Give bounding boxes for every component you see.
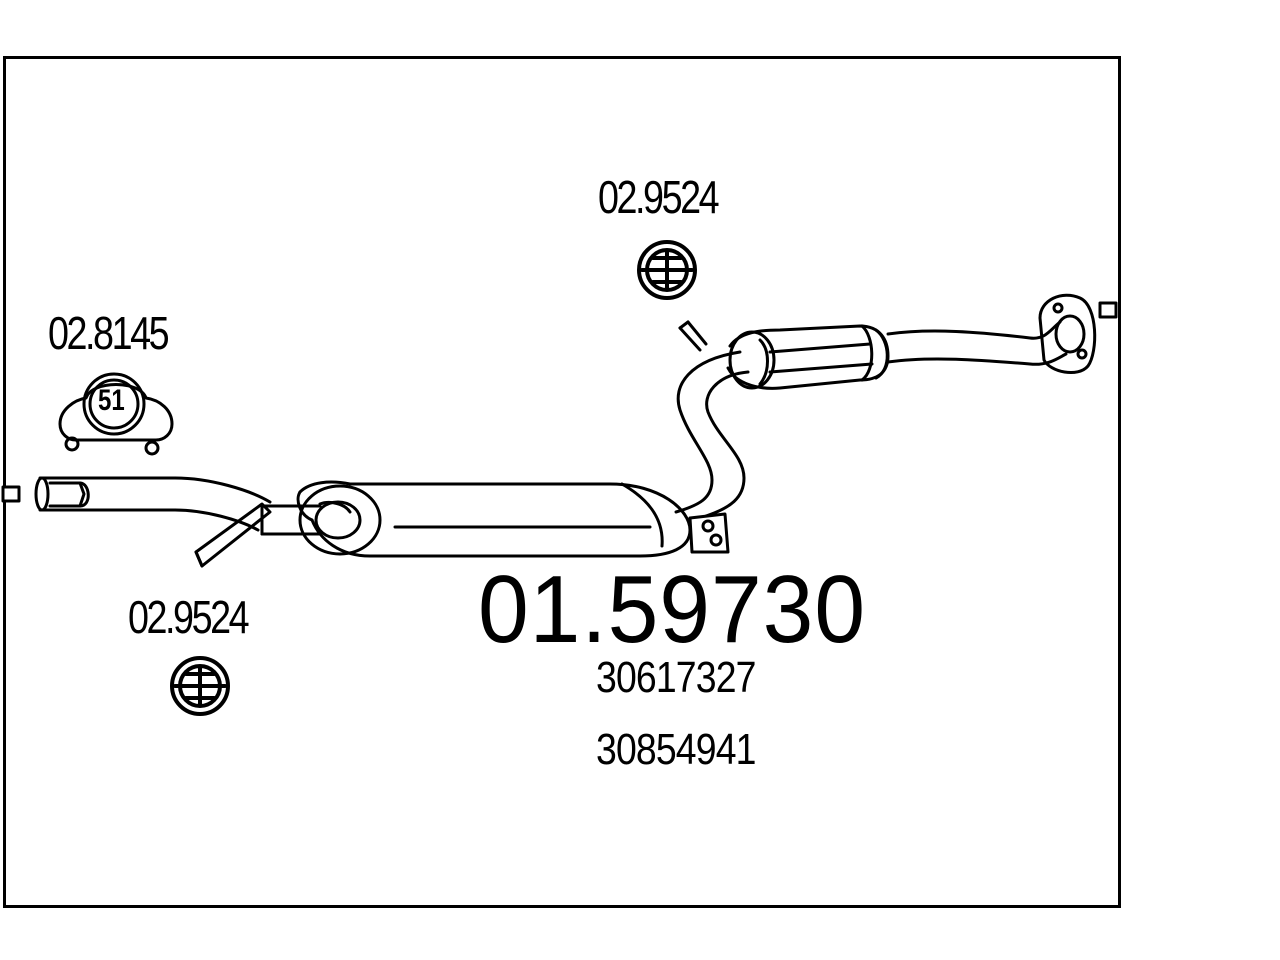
muffler [296,480,692,558]
rubber-mount-icon [170,656,230,716]
main-part-number: 01.59730 [478,556,866,663]
rubber-mount-icon [637,240,697,300]
diagram-frame [3,56,1121,908]
right-frame-tab [1098,301,1118,319]
hanger-rod-left [194,502,272,568]
pipe-clamp-icon [58,372,174,456]
front-resonator [726,324,890,390]
part-code-bottom-mount: 02.9524 [128,591,250,643]
muffler-bracket [688,512,730,554]
left-frame-tab [1,485,21,503]
s-bend-pipe [674,320,750,518]
oe-number-1: 30617327 [596,653,756,702]
flange [1038,293,1097,375]
front-pipe [886,320,1068,366]
part-code-clamp: 02.8145 [48,307,170,359]
inlet-pipe-muffler [260,504,322,536]
part-code-top-mount: 02.9524 [598,171,720,223]
oe-number-2: 30854941 [596,725,756,774]
clamp-size-label: 51 [98,384,125,417]
